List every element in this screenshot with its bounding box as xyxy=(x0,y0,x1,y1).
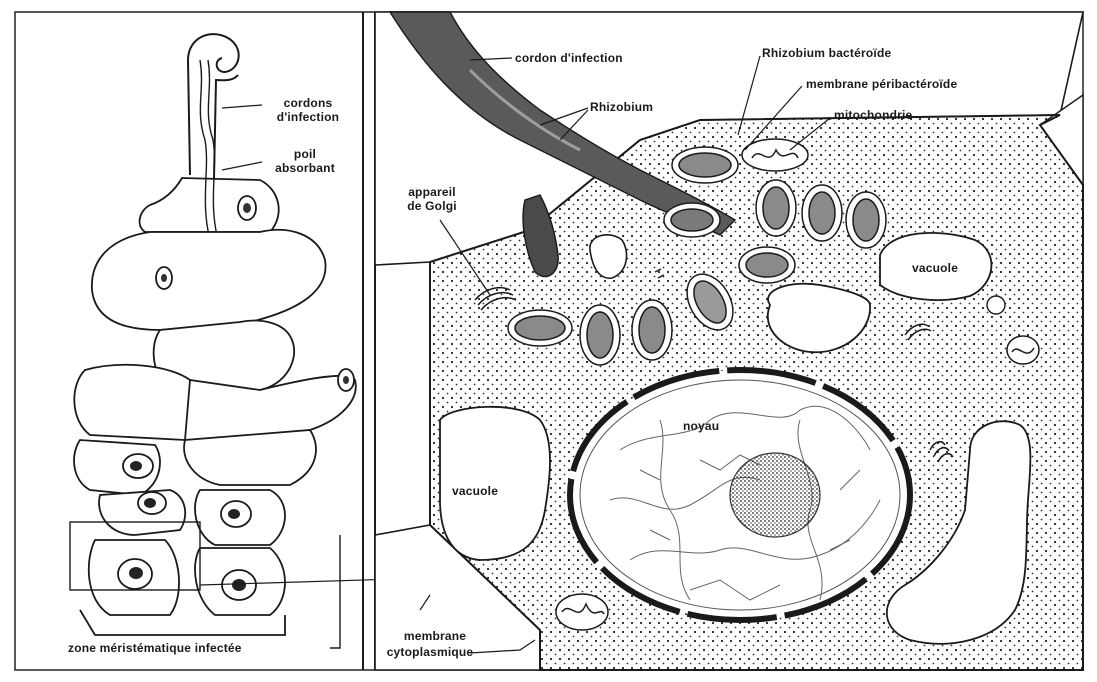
bacteroid xyxy=(756,180,796,236)
label-membrane-cytoplasmique-line2: cytoplasmique xyxy=(375,646,485,659)
label-poil-absorbant-line1: poil xyxy=(270,148,340,161)
cortical-cell-5 xyxy=(184,430,316,485)
mitochondrion xyxy=(1007,336,1039,364)
label-zone-meristematique: zone méristématique infectée xyxy=(68,642,242,655)
label-mitochondrie: mitochondrie xyxy=(834,109,912,122)
bacteroid xyxy=(664,203,720,237)
label-membrane-peribacteroide: membrane péribactéroïde xyxy=(806,78,957,91)
label-vacuole-left: vacuole xyxy=(452,485,498,498)
cortical-cell-3 xyxy=(74,365,202,440)
vacuole-tiny xyxy=(987,296,1005,314)
label-rhizobium: Rhizobium xyxy=(590,101,653,114)
label-golgi-line1: appareil xyxy=(392,186,472,199)
nucleolus xyxy=(730,453,820,537)
label-cordon-infection: cordon d'infection xyxy=(515,52,623,65)
label-vacuole-right: vacuole xyxy=(912,262,958,275)
bacteroid xyxy=(632,300,672,360)
cortical-cell-1 xyxy=(92,230,326,330)
right-panel xyxy=(375,12,1083,670)
bacteroid xyxy=(802,185,842,241)
label-cordons-infection-line1: cordons xyxy=(268,97,348,110)
label-poil-absorbant-line2: absorbant xyxy=(262,162,348,175)
bacteroid xyxy=(672,147,738,183)
panel-divider xyxy=(363,12,375,670)
root-hair-outline xyxy=(140,178,279,232)
label-cordons-infection-line2: d'infection xyxy=(268,111,348,124)
bacteroid xyxy=(846,192,886,248)
label-golgi-line2: de Golgi xyxy=(392,200,472,213)
nucleus xyxy=(570,370,910,620)
root-hair xyxy=(188,34,239,178)
bacteroid xyxy=(508,310,572,346)
label-noyau: noyau xyxy=(683,420,719,433)
label-rhizobium-bacteroide: Rhizobium bactéroïde xyxy=(762,47,891,60)
bacteroid xyxy=(580,305,620,365)
bacteroid xyxy=(739,247,795,283)
zone-bracket xyxy=(330,535,340,648)
label-membrane-cytoplasmique-line1: membrane xyxy=(380,630,490,643)
